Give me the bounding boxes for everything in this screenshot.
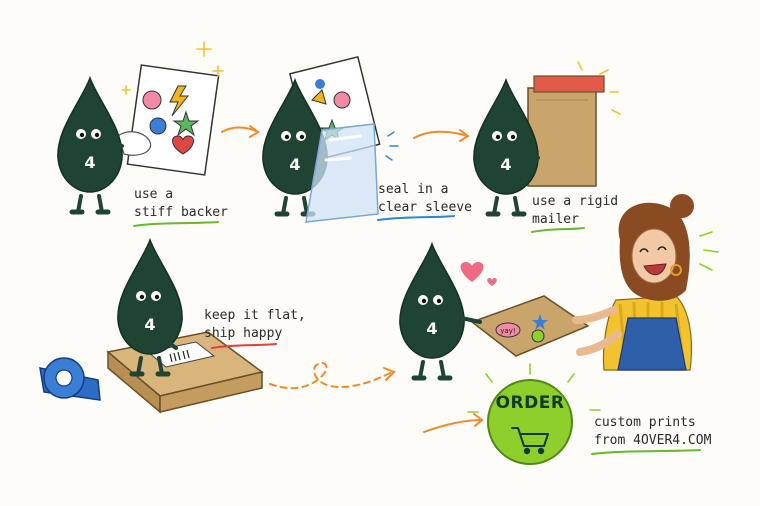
mascot-number: 4 bbox=[84, 153, 95, 172]
mascot-step1 bbox=[58, 78, 122, 212]
arrow-icon bbox=[423, 413, 484, 433]
underline-red bbox=[211, 343, 277, 349]
caption-line: stiff backer bbox=[134, 205, 228, 220]
yay-sticker: yay! bbox=[500, 327, 515, 335]
motion-marks bbox=[385, 131, 399, 161]
cart-icon bbox=[511, 427, 549, 455]
sparkle-icon bbox=[121, 41, 224, 95]
caption-line: keep it flat, bbox=[204, 308, 306, 323]
sparkle-icon bbox=[577, 61, 621, 115]
sparkle-icon bbox=[699, 231, 719, 271]
tape-dispenser bbox=[39, 357, 101, 401]
caption-order: custom prints from 4OVER4.COM bbox=[594, 414, 711, 450]
mascot-number-3: 4 bbox=[500, 155, 511, 174]
caption-keep-flat: keep it flat, ship happy bbox=[204, 307, 306, 343]
order-button-label[interactable]: ORDER bbox=[495, 393, 565, 413]
underline-blue bbox=[377, 215, 455, 221]
lightning-sticker bbox=[169, 85, 190, 117]
caption-line: use a rigid bbox=[532, 194, 619, 209]
mascot-number-2: 4 bbox=[289, 155, 300, 174]
mascot-number-5: 4 bbox=[426, 319, 437, 338]
order-button-circle[interactable] bbox=[487, 379, 573, 465]
caption-stiff-backer: use a stiff backer bbox=[134, 186, 228, 222]
arrow-icon bbox=[269, 362, 396, 390]
caption-line: custom prints bbox=[594, 415, 696, 430]
heart-sticker bbox=[172, 135, 194, 155]
arrow-icon bbox=[221, 125, 260, 138]
delivered-envelope: yay! bbox=[470, 295, 590, 357]
flower-sticker bbox=[149, 117, 167, 135]
caption-rigid-mailer: use a rigid mailer bbox=[532, 193, 618, 229]
star-sticker bbox=[172, 110, 200, 137]
underline-green bbox=[133, 221, 219, 227]
happy-customer bbox=[572, 194, 719, 371]
rigid-mailer bbox=[527, 75, 605, 187]
caption-line: use a bbox=[134, 187, 174, 202]
caption-clear-sleeve: seal in a clear sleeve bbox=[378, 181, 472, 217]
caption-line: mailer bbox=[532, 212, 579, 227]
underline-green-2 bbox=[531, 227, 585, 233]
arrow-icon bbox=[413, 129, 470, 142]
smiley-sticker bbox=[142, 90, 162, 110]
step1-sticker-sheet bbox=[126, 64, 220, 176]
tissue-cloth bbox=[117, 131, 152, 156]
underline-green-3 bbox=[591, 449, 701, 455]
caption-line: clear sleeve bbox=[378, 200, 472, 215]
mascot-number-4: 4 bbox=[144, 315, 155, 334]
caption-line: from 4OVER4.COM bbox=[594, 433, 712, 448]
caption-line: seal in a bbox=[378, 182, 449, 197]
mascot-step5 bbox=[400, 244, 464, 378]
caption-line: ship happy bbox=[204, 326, 283, 341]
sparkle-icon bbox=[467, 363, 601, 413]
heart-icon bbox=[460, 262, 497, 286]
clear-sleeve bbox=[305, 123, 379, 223]
